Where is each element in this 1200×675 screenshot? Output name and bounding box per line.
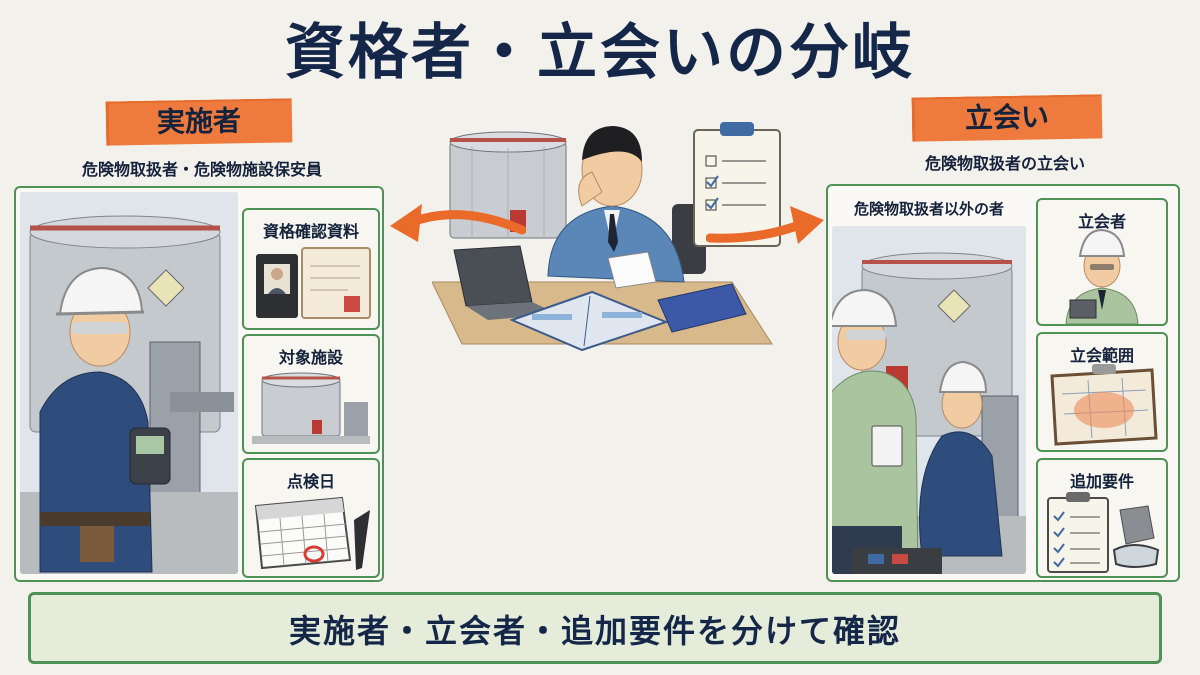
page-title: 資格者・立会いの分岐	[285, 18, 915, 88]
witness-person-icon	[1065, 228, 1139, 324]
workers-witnessing-icon	[832, 226, 1026, 574]
central-illustration	[432, 122, 781, 352]
performer-scene	[20, 192, 238, 574]
scope-plan-icon	[1050, 364, 1158, 446]
subtitle-witness: 危険物取扱者の立会い	[924, 154, 1085, 173]
person-thinking-icon	[547, 126, 685, 289]
requirements-checklist-icon	[1047, 492, 1160, 573]
id-card-icon	[256, 247, 371, 319]
facility-tank-icon	[252, 372, 370, 444]
card-witness-person: 立会者	[1036, 198, 1168, 326]
arrow-left-icon	[390, 204, 526, 242]
checklist-clipboard-icon	[693, 122, 781, 247]
card-label: 立会範囲	[1069, 346, 1134, 365]
worker-inspecting-icon	[20, 192, 238, 574]
binder-icon	[509, 290, 669, 352]
card-label: 立会者	[1077, 212, 1126, 231]
witness-panel: 危険物取扱者以外の者 立会者	[826, 184, 1180, 582]
card-additional-requirements: 追加要件	[1036, 458, 1168, 578]
card-label: 対象施設	[278, 348, 343, 367]
witness-scene	[832, 226, 1026, 574]
calendar-icon	[254, 496, 370, 570]
book-icon	[657, 283, 747, 333]
performer-panel: 資格確認資料 対象施設 点検日	[14, 186, 384, 582]
card-target-facility: 対象施設	[242, 334, 380, 454]
card-inspection-date: 点検日	[242, 458, 380, 578]
subtitle-performer: 危険物取扱者・危険物施設保安員	[81, 160, 322, 179]
card-witness-scope: 立会範囲	[1036, 332, 1168, 452]
laptop-icon	[453, 245, 558, 320]
tag-witness: 立会い	[911, 94, 1103, 142]
card-label: 追加要件	[1069, 472, 1134, 491]
arrow-right-icon	[706, 206, 824, 244]
card-label: 資格確認資料	[262, 222, 359, 241]
summary-banner: 実施者・立会者・追加要件を分けて確認	[28, 592, 1162, 664]
tag-performer: 実施者	[105, 98, 293, 146]
card-label: 点検日	[286, 472, 335, 491]
non-handler-label: 危険物取扱者以外の者	[853, 200, 1004, 218]
card-qualification-docs: 資格確認資料	[242, 208, 380, 330]
